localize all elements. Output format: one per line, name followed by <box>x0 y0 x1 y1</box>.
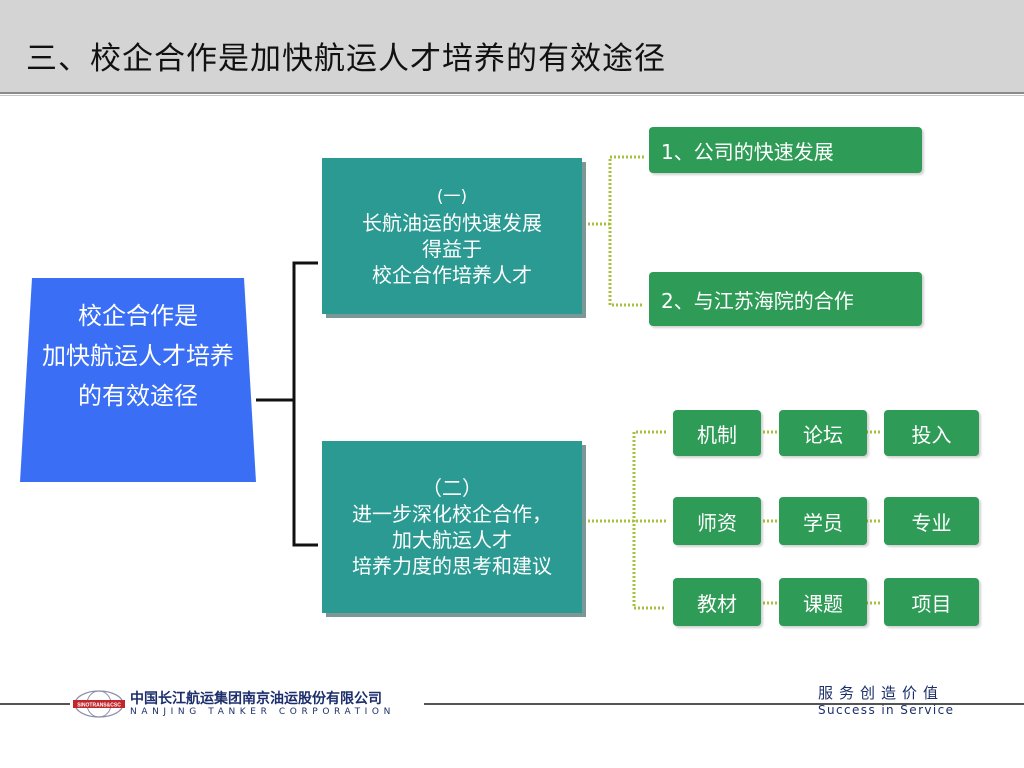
root-shape <box>20 278 256 482</box>
branch1-number: (一) <box>436 187 468 207</box>
footer-rule-right <box>424 703 1024 705</box>
branch2-item: 教材 <box>673 578 761 626</box>
slogan-cn: 服务创造价值 <box>818 684 945 702</box>
branch1-box: (一) 长航油运的快速发展 得益于 校企合作培养人才 <box>322 158 582 314</box>
branch1-item-label: 2、与江苏海院的合作 <box>661 288 854 313</box>
footer-rule-left <box>0 703 70 705</box>
logo-text: SINOTRANS&CSC <box>77 703 121 709</box>
branch1-text-line: 得益于 <box>422 237 482 261</box>
root-label-line: 加快航运人才培养 <box>42 342 234 370</box>
company-name-en: NANJING TANKER CORPORATION <box>130 707 395 717</box>
branch1-item: 1、公司的快速发展 <box>649 127 922 173</box>
branch2-item-label: 投入 <box>911 422 952 447</box>
branch2-item: 专业 <box>884 497 979 545</box>
branch2-number: （二） <box>422 476 482 500</box>
branch1-text-line: 校企合作培养人才 <box>372 263 532 287</box>
branch2-item-label: 师资 <box>697 510 737 535</box>
branch2-item: 论坛 <box>779 410 867 456</box>
slide-title: 三、校企合作是加快航运人才培养的有效途径 <box>26 41 666 77</box>
branch2-item-label: 专业 <box>911 510 952 535</box>
company-name-cn: 中国长江航运集团南京油运股份有限公司 <box>130 691 382 707</box>
branch2-item-label: 机制 <box>697 422 737 447</box>
root-label: 校企合作是 加快航运人才培养 的有效途径 <box>20 296 256 416</box>
root-label-line: 校企合作是 <box>78 302 198 330</box>
branch2-item-label: 教材 <box>697 591 737 616</box>
branch2-item-label: 论坛 <box>803 422 843 447</box>
branch2-text-line: 进一步深化校企合作， <box>352 502 552 526</box>
branch2-item: 师资 <box>673 497 761 545</box>
slide-header: 三、校企合作是加快航运人才培养的有效途径 <box>0 0 1024 94</box>
branch2-text-line: 加大航运人才 <box>392 528 512 552</box>
branch1-item-label: 1、公司的快速发展 <box>661 139 834 164</box>
branch1-item: 2、与江苏海院的合作 <box>649 272 922 326</box>
branch2-item: 学员 <box>779 497 867 545</box>
branch2-item-label: 课题 <box>803 591 843 616</box>
branch2-item: 项目 <box>884 578 979 626</box>
branch2-item: 课题 <box>779 578 867 626</box>
branch2-item-label: 项目 <box>911 591 952 616</box>
branch2-item-label: 学员 <box>803 510 843 535</box>
slogan-en: Success in Service <box>818 703 955 717</box>
company-logo: SINOTRANS&CSC <box>73 690 125 718</box>
branch1-text-line: 长航油运的快速发展 <box>362 211 542 235</box>
root-label-line: 的有效途径 <box>78 382 198 410</box>
branch2-item: 投入 <box>884 410 979 456</box>
branch2-item: 机制 <box>673 410 761 456</box>
header-divider <box>0 95 1024 96</box>
branch2-box: （二） 进一步深化校企合作， 加大航运人才 培养力度的思考和建议 <box>322 441 582 613</box>
branch2-text-line: 培养力度的思考和建议 <box>352 554 552 578</box>
